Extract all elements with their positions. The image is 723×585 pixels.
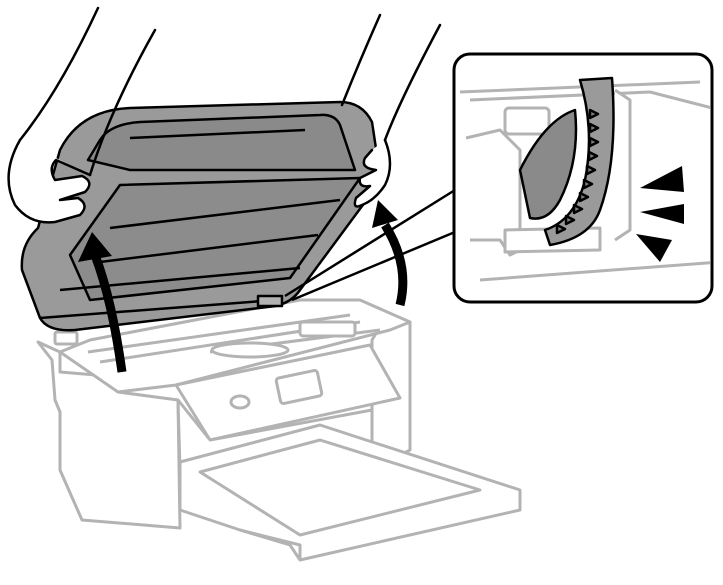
inset-gear-teeth <box>555 108 600 235</box>
scanner-top-plate <box>86 113 357 172</box>
magnifier-callout-icon <box>452 52 714 304</box>
inset-hinge-face <box>518 108 578 220</box>
cartridge-slot <box>210 341 290 359</box>
left-arm-outer <box>88 28 157 177</box>
inset-base-line <box>479 260 710 282</box>
panel-button <box>229 394 251 410</box>
output-tray-inner <box>198 438 482 537</box>
curved-arrow-right-icon <box>372 200 408 307</box>
inset-hinge-body <box>543 76 615 247</box>
scanner-lid-panel <box>68 176 362 302</box>
right-arm-outer <box>340 13 382 107</box>
inset-right-wall <box>614 88 632 242</box>
right-arm <box>383 23 442 142</box>
latch-tab <box>256 294 284 308</box>
left-hand-icon <box>7 6 157 224</box>
panel-display <box>274 368 324 406</box>
callout-pointer <box>284 188 456 302</box>
printer-left-housing <box>36 340 182 530</box>
output-tray-lip <box>239 528 302 560</box>
printer-body <box>36 298 522 562</box>
lid-line-2 <box>99 233 319 264</box>
inset-rail-top <box>459 80 701 94</box>
scanner-top-slot <box>129 128 306 140</box>
lid-hinge-edge <box>39 298 277 320</box>
right-palm <box>353 138 392 208</box>
lid-line-1 <box>109 198 341 230</box>
click-sound-icon <box>636 166 684 262</box>
left-palm <box>7 138 92 224</box>
scanner-unit <box>20 100 382 332</box>
lid-line-3 <box>59 266 301 292</box>
left-arm <box>18 6 100 142</box>
inset-block <box>503 106 551 136</box>
left-hinge-block <box>53 330 79 346</box>
curved-arrow-left-icon <box>78 232 127 373</box>
carriage-block <box>298 320 357 338</box>
right-hand-icon <box>340 13 442 208</box>
